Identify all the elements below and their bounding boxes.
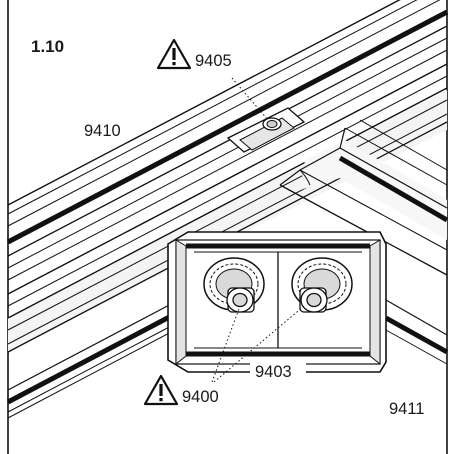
part-label-9411: 9411 (389, 400, 424, 418)
right-knob-assembly (291, 257, 353, 313)
left-knob-assembly (203, 257, 265, 313)
step-number: 1.10 (31, 37, 64, 56)
warning-triangle-icon (156, 38, 192, 70)
part-label-9410: 9410 (84, 122, 121, 140)
part-label-9403: 9403 (255, 363, 292, 381)
leader-lines (211, 77, 305, 383)
part-label-9400: 9400 (182, 388, 219, 406)
warning-triangle-icon (143, 374, 179, 406)
top-screw-slot (226, 107, 306, 153)
lower-left-profile (6, 301, 177, 419)
label-backdrops (26, 32, 444, 420)
corner-bracket (167, 231, 387, 373)
part-label-9405: 9405 (195, 52, 232, 70)
right-profile-extrusion (279, 119, 449, 365)
